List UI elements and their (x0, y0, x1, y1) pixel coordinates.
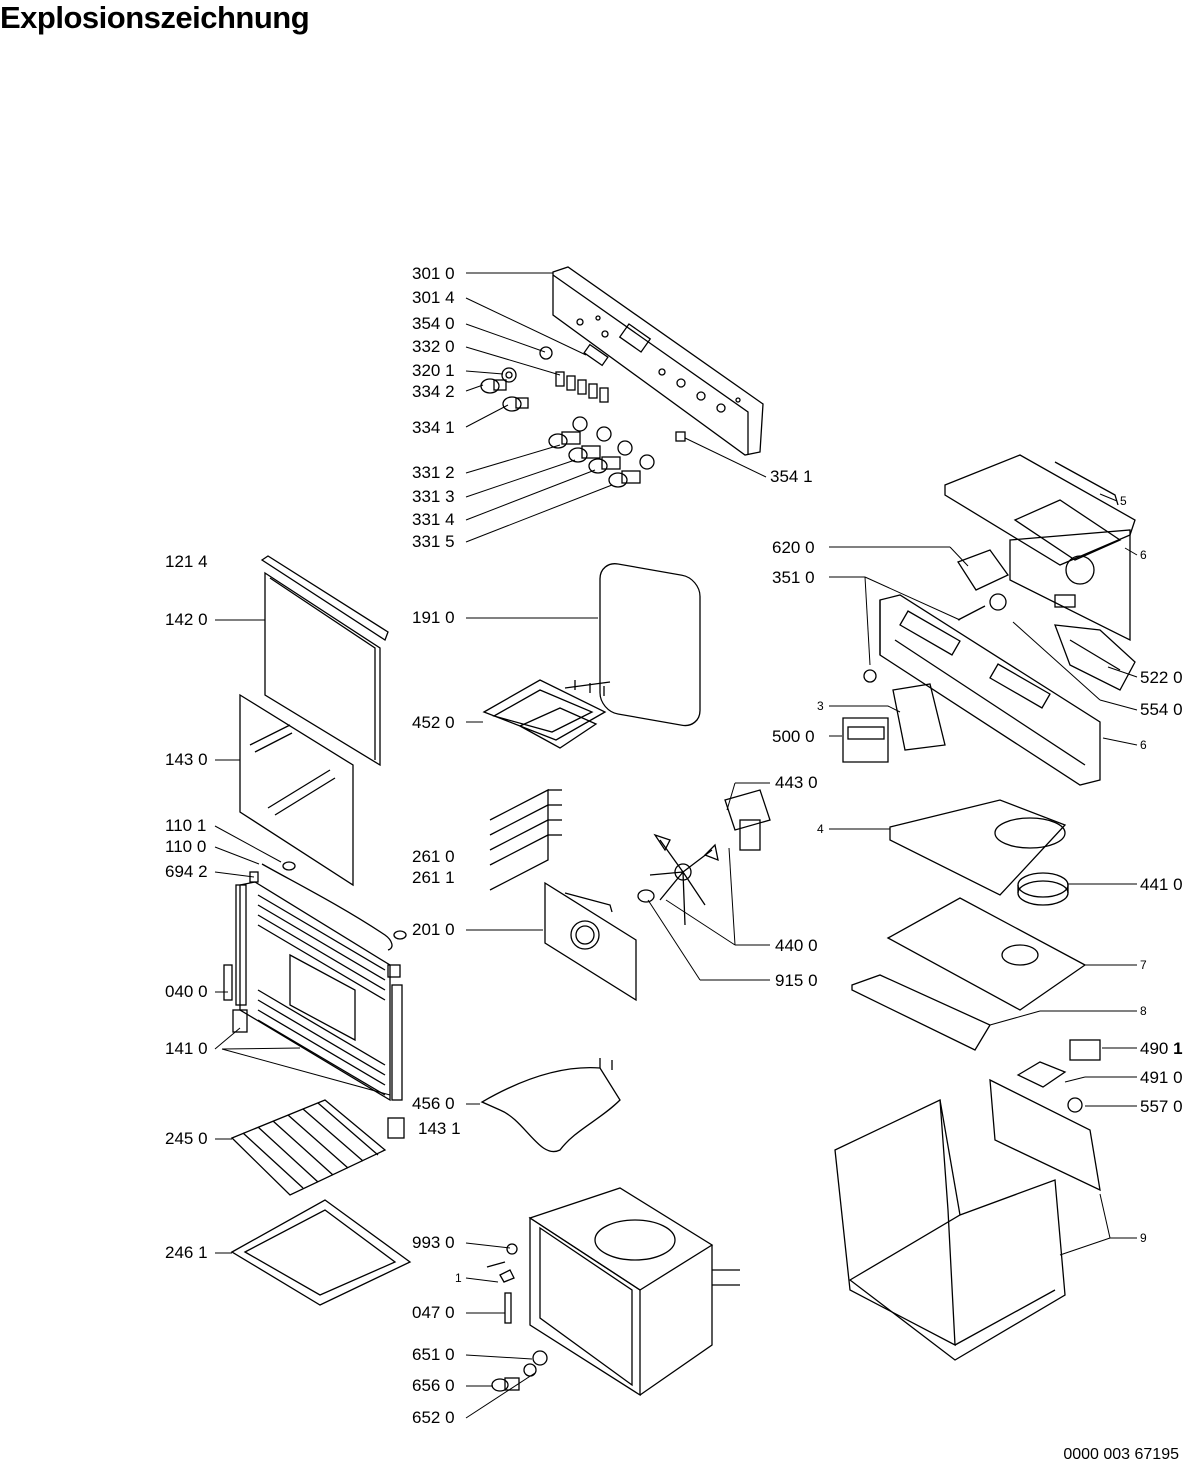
small-fittings-part (486, 1243, 548, 1392)
callout-4430: 443 0 (775, 773, 818, 792)
page-title: Explosionszeichnung (0, 0, 310, 35)
callout-2611: 261 1 (412, 868, 455, 887)
inner-door-frame-part (239, 881, 391, 1102)
callout-4410: 441 0 (1140, 875, 1183, 894)
callout-4400: 440 0 (775, 936, 818, 955)
switch-block-part (957, 549, 1009, 621)
callout-3201: 320 1 (412, 361, 455, 380)
callout-2450: 245 0 (165, 1129, 208, 1148)
front-strip-part (851, 974, 991, 1051)
cooling-fan-part (1017, 872, 1069, 906)
callout-1214: 121 4 (165, 552, 208, 571)
callout-3341: 334 1 (412, 418, 455, 437)
callout-1430: 143 0 (165, 750, 208, 769)
door-trim-part (260, 555, 389, 641)
callout-5: 5 (1120, 494, 1127, 508)
callout-3312: 331 2 (412, 463, 455, 482)
callout-1910: 191 0 (412, 608, 455, 627)
callout-5220: 522 0 (1140, 668, 1183, 687)
callout-3313: 331 3 (412, 487, 455, 506)
lower-heating-element-part (480, 1066, 621, 1153)
inner-door-glass-part (239, 693, 354, 887)
callout-3315: 331 5 (412, 532, 455, 551)
leader-lines (214, 272, 1138, 1419)
callout-6-top: 6 (1140, 548, 1147, 562)
callout-3342: 334 2 (412, 382, 455, 401)
callout-8: 8 (1140, 1004, 1147, 1018)
air-duct-part (889, 799, 1067, 896)
callout-1: 1 (455, 1271, 462, 1285)
fan-part (649, 833, 719, 926)
callout-1420: 142 0 (165, 610, 208, 629)
fan-motor-part (724, 789, 771, 831)
oven-cavity-part (528, 1187, 740, 1397)
callout-4560: 456 0 (412, 1094, 455, 1113)
callout-4910: 491 0 (1140, 1068, 1183, 1087)
callout-2610: 261 0 (412, 847, 455, 866)
callout-6-bottom: 6 (1140, 738, 1147, 752)
upper-heating-element-part (482, 679, 611, 749)
housing-frame-part (834, 1078, 1101, 1361)
hinge-rod-part (261, 863, 393, 951)
callout-4520: 452 0 (412, 713, 455, 732)
wire-rack-part (230, 1099, 387, 1196)
baking-tray-part (230, 1199, 412, 1306)
cover-frame-part (879, 594, 1101, 786)
callout-1410: 141 0 (165, 1039, 208, 1058)
callout-3: 3 (817, 699, 824, 713)
callout-6560: 656 0 (412, 1376, 455, 1395)
rear-panel-part (544, 881, 637, 1002)
timer-bracket-part (892, 683, 946, 751)
callout-9930: 993 0 (412, 1233, 455, 1252)
control-panel-part (552, 266, 764, 456)
callout-6520: 652 0 (412, 1408, 455, 1427)
callout-0470: 047 0 (412, 1303, 455, 1322)
callout-6200: 620 0 (772, 538, 815, 557)
door-gasket-part (599, 563, 701, 727)
small-switches-part (1016, 1039, 1101, 1113)
outer-door-glass-part (264, 571, 381, 767)
callout-2461: 246 1 (165, 1243, 208, 1262)
callout-3320: 332 0 (412, 337, 455, 356)
callout-3541: 354 1 (770, 467, 813, 486)
callout-9: 9 (1140, 1231, 1147, 1245)
callout-1100: 110 0 (165, 837, 207, 856)
callout-3540: 354 0 (412, 314, 455, 333)
callout-3014: 301 4 (412, 288, 455, 307)
top-cover-part (944, 454, 1136, 642)
relay-block-part (1054, 624, 1136, 691)
callout-6510: 651 0 (412, 1345, 455, 1364)
callout-4: 4 (817, 822, 824, 836)
document-number: 0000 003 67195 (1063, 1446, 1179, 1463)
knobs-part (480, 346, 686, 488)
callout-5540: 554 0 (1140, 700, 1183, 719)
callout-4901: 490 1 (1140, 1039, 1183, 1058)
callout-9150: 915 0 (775, 971, 818, 990)
callout-2010: 201 0 (412, 920, 455, 939)
callout-3314: 331 4 (412, 510, 455, 529)
callout-3010: 301 0 (412, 264, 455, 283)
callout-5000: 500 0 (772, 727, 815, 746)
callout-1431: 143 1 (418, 1119, 461, 1138)
callout-5570: 557 0 (1140, 1097, 1183, 1116)
side-rack-part (489, 788, 562, 891)
callout-7: 7 (1140, 958, 1147, 972)
callout-1101: 110 1 (165, 816, 207, 835)
timer-display-part (842, 717, 889, 763)
callout-6942: 694 2 (165, 862, 208, 881)
base-plate-part (886, 897, 1087, 1011)
callout-3510: 351 0 (772, 568, 815, 587)
callout-0400: 040 0 (165, 982, 208, 1001)
